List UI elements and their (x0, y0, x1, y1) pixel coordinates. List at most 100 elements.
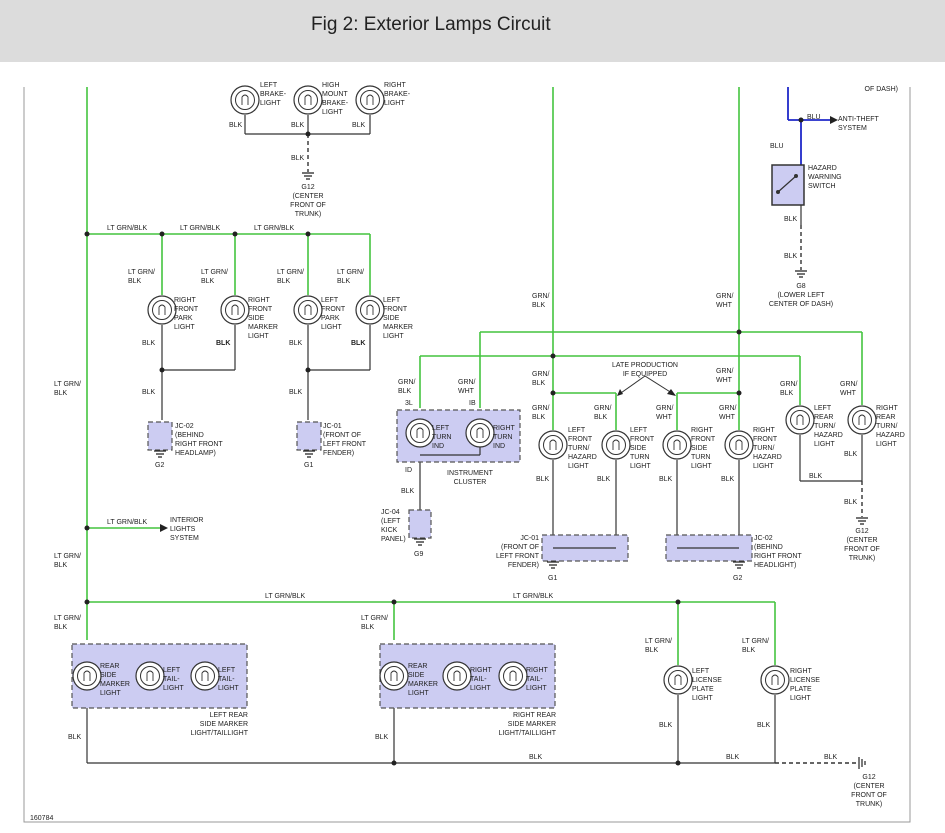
high-mount-brake-label-line-4: LIGHT (322, 109, 343, 116)
left-rear-side-marker-label-line-1: REAR (100, 663, 119, 670)
left-turn-ind-label-line-3: IND (432, 443, 444, 450)
diagram-frame (23, 87, 911, 823)
right-turn-ind-label-line-1: RIGHT (493, 425, 516, 432)
right-front-side-marker-label-line-1: RIGHT (248, 297, 271, 304)
left-front-park-label-line-3: PARK (321, 315, 340, 322)
right-front-park-label-line-1: RIGHT (174, 297, 197, 304)
wire-blk-8: BLK (351, 340, 365, 347)
right-front-side-turn-label-line-3: SIDE (691, 445, 708, 452)
right-front-turn-label-line-5: LIGHT (753, 463, 774, 470)
right-front-side-turn-label-line-1: RIGHT (691, 427, 714, 434)
wire-blk-21: BLK (68, 734, 82, 741)
left-front-side-marker-label-line-3: SIDE (383, 315, 400, 322)
green-wires (86, 87, 863, 665)
left-license-label-line-3: PLATE (692, 686, 714, 693)
wire-ltgrn-f-line-2: BLK (742, 647, 756, 654)
jc02-left-label-line-3: RIGHT FRONT (175, 441, 223, 448)
right-license-label-line-4: LIGHT (790, 695, 811, 702)
right-front-side-turn-label-line-4: TURN (691, 454, 710, 461)
g9-label: G9 (414, 551, 423, 558)
high-mount-brake-lamp (293, 85, 323, 115)
right-tail-label-b-line-3: LIGHT (526, 685, 547, 692)
wire-blk-10: BLK (289, 389, 303, 396)
right-front-turn-lamp (724, 430, 754, 460)
left-front-side-marker-label-line-1: LEFT (383, 297, 401, 304)
interior-lights-label-line-3: SYSTEM (170, 535, 199, 542)
right-front-side-marker-label-line-4: MARKER (248, 324, 278, 331)
top-right-brake-label-line-2: BRAKE- (384, 91, 411, 98)
left-license-label-line-2: LICENSE (692, 677, 722, 684)
left-tail-lamp-b (190, 661, 220, 691)
left-front-side-turn-label-line-1: LEFT (630, 427, 648, 434)
wire-grnwht-v2-line-1: GRN/ (716, 368, 734, 375)
right-rear-side-marker-label-line-1: REAR (408, 663, 427, 670)
jc04-label-line-2: (LEFT (381, 518, 401, 525)
wire-ltgrn-d-line-1: LT GRN/ (337, 269, 364, 276)
left-license-lamp (663, 665, 693, 695)
hazard-switch-box (771, 164, 805, 206)
right-rear-side-marker-label-line-3: MARKER (408, 681, 438, 688)
right-turn-ind-label-line-3: IND (493, 443, 505, 450)
left-turn-ind-label-line-1: LEFT (432, 425, 450, 432)
g2-right-label: G2 (733, 575, 742, 582)
right-tail-label-b-line-1: RIGHT (526, 667, 549, 674)
right-front-park-label-line-2: FRONT (174, 306, 199, 313)
left-rear-assembly-label-line-2: SIDE MARKER (200, 721, 248, 728)
top-right-brake-label-line-1: RIGHT (384, 82, 407, 89)
wire-ltgrn-c-line-1: LT GRN/ (277, 269, 304, 276)
top-left-brake-lamp (230, 85, 260, 115)
wire-grnblk-v1-line-2: BLK (532, 302, 546, 309)
wire-blk-20: BLK (784, 253, 798, 260)
jc02-right-label-line-1: JC-02 (754, 535, 773, 542)
right-front-turn-label-line-4: HAZARD (753, 454, 782, 461)
g12-top-label-line-1: G12 (301, 184, 314, 191)
jc01-right-label-line-3: LEFT FRONT (496, 553, 540, 560)
jc01-left-label-line-2: (FRONT OF (323, 432, 361, 439)
late-production-arrows (617, 375, 676, 396)
jc02-left-label-line-1: JC-02 (175, 423, 194, 430)
wire-grnwht-v5-line-1: GRN/ (840, 381, 858, 388)
left-turn-ind-label-line-2: TURN (432, 434, 451, 441)
right-license-label-line-2: LICENSE (790, 677, 820, 684)
high-mount-brake-label-line-2: MOUNT (322, 91, 348, 98)
right-front-park-label-line-4: LIGHT (174, 324, 195, 331)
wire-ltgrnblk-4: LT GRN/BLK (107, 519, 148, 526)
jc01-left-label-line-4: FENDER) (323, 450, 354, 457)
jc04-connector (408, 509, 432, 539)
right-front-side-turn-label-line-5: LIGHT (691, 463, 712, 470)
wire-grnblk-v4-line-2: BLK (594, 414, 608, 421)
right-rear-side-marker-label-line-4: LIGHT (408, 690, 429, 697)
right-tail-label-a-line-2: TAIL- (470, 676, 487, 683)
top-right-brake-lamp (355, 85, 385, 115)
left-front-turn-label-line-4: HAZARD (568, 454, 597, 461)
right-front-turn-label-line-1: RIGHT (753, 427, 776, 434)
right-front-side-marker-lamp (220, 295, 250, 325)
instrument-cluster-label-line-2: CLUSTER (454, 479, 487, 486)
wire-blk-14: BLK (659, 476, 673, 483)
g2-left-label: G2 (155, 462, 164, 469)
left-front-side-turn-label-line-5: LIGHT (630, 463, 651, 470)
right-front-side-marker-label-line-2: FRONT (248, 306, 273, 313)
right-tail-lamp-a (442, 661, 472, 691)
wire-blk-22: BLK (375, 734, 389, 741)
connector-bus-bars (420, 440, 739, 549)
jc01-left-connector (296, 421, 322, 451)
right-rear-assembly-label-line-1: RIGHT REAR (513, 712, 556, 719)
jc01-right-label-line-4: FENDER) (508, 562, 539, 569)
wire-ltgrnblk-5: LT GRN/BLK (265, 593, 306, 600)
g12-right-label-line-3: FRONT OF (844, 546, 880, 553)
right-front-turn-label-line-3: TURN/ (753, 445, 774, 452)
g12-right-label-line-4: TRUNK) (849, 555, 875, 562)
right-turn-ind-label-line-2: TURN (493, 434, 512, 441)
right-tail-label-b-line-2: TAIL- (526, 676, 543, 683)
high-mount-brake-label-line-1: HIGH (322, 82, 340, 89)
top-left-brake-label-line-1: LEFT (260, 82, 278, 89)
jc01-left-label-line-1: JC-01 (323, 423, 342, 430)
wire-grnwht-v2-line-2: WHT (716, 377, 733, 384)
left-rear-turn-label-line-2: REAR (814, 414, 833, 421)
right-front-park-lamp (147, 295, 177, 325)
right-rear-turn-label-line-2: REAR (876, 414, 895, 421)
hazard-switch-icon (776, 174, 798, 194)
left-front-turn-label-line-1: LEFT (568, 427, 586, 434)
